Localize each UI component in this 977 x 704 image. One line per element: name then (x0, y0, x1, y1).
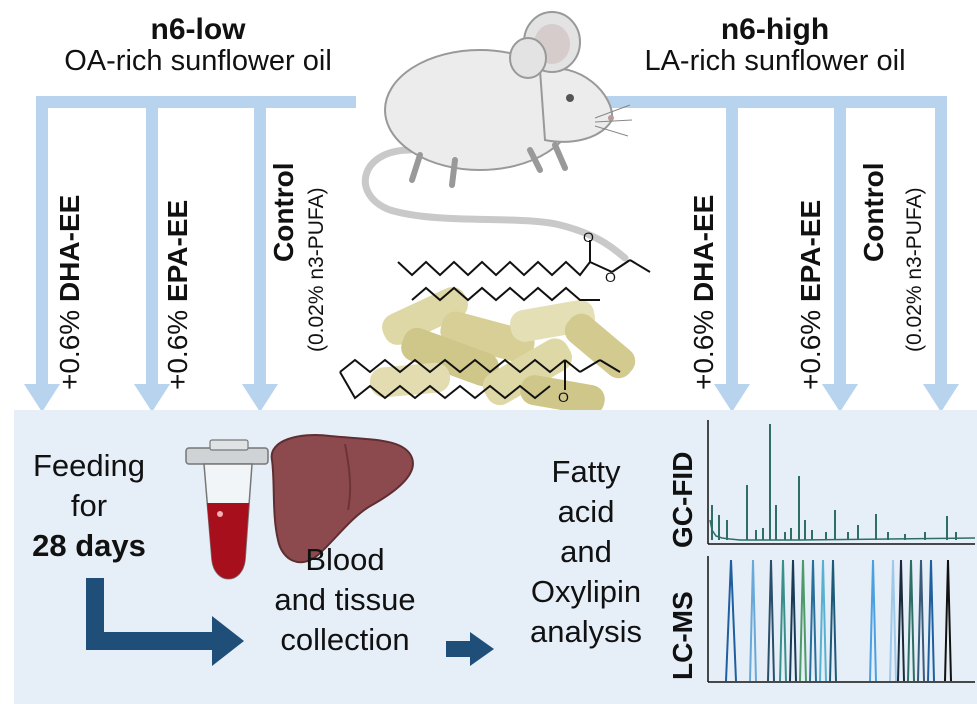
analysis-line-4: Oxylipin (530, 574, 642, 609)
analysis-line-1: Fatty (551, 454, 621, 489)
feeding-to-collection-arrow (86, 578, 244, 666)
feeding-text: Feeding for 28 days (14, 446, 164, 566)
gc-fid-label: GC-FID (667, 451, 698, 548)
n6-high-header: n6-high LA-rich sunflower oil (595, 13, 955, 77)
feeding-line-2: for (70, 488, 108, 523)
feeding-line-1: Feeding (32, 448, 146, 483)
mouse-illustration (361, 11, 633, 262)
blood-tube-icon (185, 439, 269, 580)
n6-low-subtitle: OA-rich sunflower oil (64, 45, 332, 77)
gc-fid-chromatogram (707, 420, 976, 545)
epa-ethyl-ester-structure (339, 358, 621, 400)
collection-line-2: and tissue (274, 582, 416, 617)
n6-low-title: n6-low (150, 13, 246, 46)
dha-ethyl-ester-structure (397, 240, 651, 302)
right-feed-arrows (602, 96, 959, 412)
collection-text: Blood and tissue collection (250, 540, 440, 660)
collection-line-1: Blood (305, 542, 385, 577)
workflow-panel (14, 410, 977, 704)
lc-ms-chromatogram (707, 556, 975, 683)
analysis-line-5: analysis (530, 614, 642, 649)
left-feed-arrows (24, 96, 356, 412)
svg-text:O: O (558, 389, 569, 405)
food-pellets (370, 287, 636, 416)
analysis-line-3: and (560, 534, 612, 569)
analysis-text: Fatty acid and Oxylipin analysis (496, 452, 676, 652)
n6-low-header: n6-low OA-rich sunflower oil (18, 13, 378, 77)
n6-high-subtitle: LA-rich sunflower oil (644, 45, 906, 77)
feeding-line-3: 28 days (32, 528, 146, 563)
collection-line-3: collection (280, 622, 410, 657)
liver-icon (270, 434, 414, 564)
lc-ms-label: LC-MS (667, 591, 698, 680)
collection-to-analysis-arrow (446, 632, 494, 666)
analysis-line-2: acid (557, 494, 615, 529)
svg-text:O: O (605, 269, 616, 285)
svg-text:O: O (583, 229, 594, 245)
n6-high-title: n6-high (720, 13, 830, 46)
